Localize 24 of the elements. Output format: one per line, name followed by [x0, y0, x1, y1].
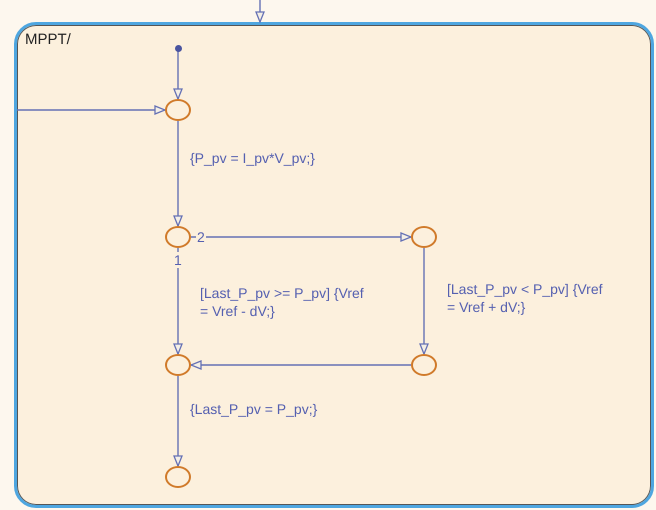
junction-circle — [411, 226, 437, 248]
junction-circle — [165, 99, 191, 121]
state-box — [14, 22, 654, 508]
transition-arrow — [173, 121, 183, 227]
transition-arrow — [173, 248, 183, 355]
junction-circle — [411, 354, 437, 376]
transition-label: {Last_P_pv = P_pv;} — [190, 400, 318, 418]
transition-arrow — [17, 105, 166, 115]
transition-label: {P_pv = I_pv*V_pv;} — [190, 149, 316, 167]
transition-label: [Last_P_pv >= P_pv] {Vref = Vref - dV;} — [200, 284, 365, 320]
transition-arrow — [255, 0, 265, 23]
transition-arrow — [173, 376, 183, 467]
default-transition-dot — [174, 44, 182, 52]
junction-circle — [165, 466, 191, 488]
transition-arrow — [191, 232, 412, 242]
state-name: MPPT/ — [25, 31, 71, 48]
junction-circle — [165, 226, 191, 248]
transition-arrow — [190, 360, 411, 370]
transition-label: [Last_P_pv < P_pv] {Vref = Vref + dV;} — [447, 280, 604, 316]
priority-number: 1 — [173, 252, 183, 268]
priority-number: 2 — [196, 229, 206, 245]
junction-circle — [165, 354, 191, 376]
transition-arrow — [419, 248, 429, 355]
transition-arrow — [173, 52, 183, 100]
